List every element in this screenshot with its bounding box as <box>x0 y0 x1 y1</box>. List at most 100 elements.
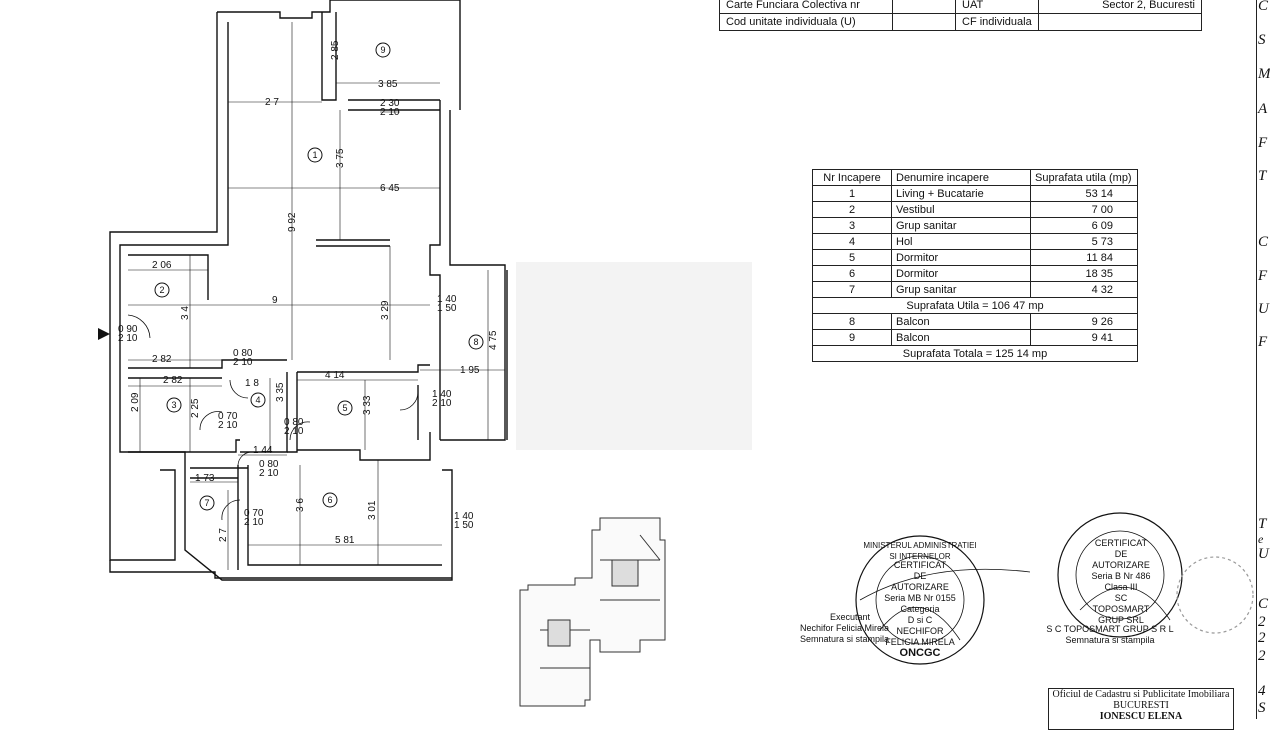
dim-label: 1 73 <box>195 473 215 484</box>
dim-label: 2 85 <box>330 40 341 60</box>
company-name: S C TOPOSMART GRUP S R L <box>1046 624 1174 634</box>
dim-label: 0 80 <box>284 417 304 428</box>
stamp-line: AUTORIZARE <box>1092 560 1150 570</box>
stamp-line: CERTIFICAT <box>1094 538 1148 548</box>
left-stamp-ring-text: MINISTERUL ADMINISTRATIEI SI INTERNELOR <box>863 541 977 561</box>
stamp-line: FELICIA MIRELA <box>885 637 955 647</box>
edge-letter: 2 <box>1258 630 1266 646</box>
dim-label: 0 90 <box>118 324 138 335</box>
header-cf-label: CF individuala <box>955 13 1039 31</box>
edge-letter: S <box>1258 32 1266 48</box>
dim-label: 2 10 <box>284 426 304 437</box>
executant-name: Nechifor Felicia Mirela <box>800 623 890 633</box>
dim-label: 2 10 <box>380 107 400 118</box>
header-table: Carte Funciara Colectiva nr UAT Sector 2… <box>719 0 1202 31</box>
stamp-line: AUTORIZARE <box>891 582 949 592</box>
dim-label: 5 81 <box>335 535 355 546</box>
left-stamp-bottom: ONCGC <box>899 647 941 659</box>
door-swings <box>127 314 419 521</box>
entrance-arrow-icon <box>98 328 110 340</box>
edge-letter: C <box>1258 234 1269 250</box>
edge-letter: A <box>1258 101 1268 117</box>
subtotal-cell: Suprafata Utila = 106 47 mp <box>812 297 1138 314</box>
cell: Vestibul <box>891 201 1031 218</box>
dim-label: 9 92 <box>287 212 298 232</box>
stamp-line: Categoria <box>900 604 940 614</box>
edge-letter: U <box>1258 546 1269 562</box>
header-row: Carte Funciara Colectiva nr UAT Sector 2… <box>719 0 1202 14</box>
dim-label: 0 80 <box>259 459 279 470</box>
dim-label: 4 75 <box>488 330 499 350</box>
edge-letter: 4 <box>1258 683 1266 699</box>
stamp-line: D si C <box>907 615 933 625</box>
dim-label: 3 29 <box>380 300 391 320</box>
dim-label: 2 10 <box>218 420 238 431</box>
cell: 5 73 <box>1030 233 1138 250</box>
left-stamp-text: CERTIFICAT DE AUTORIZARE Seria MB Nr 015… <box>884 560 956 648</box>
dim-label: 1 40 <box>432 389 452 400</box>
dim-label: 2 06 <box>152 260 172 271</box>
building-footprint <box>519 517 666 707</box>
dim-label: 0 70 <box>218 411 238 422</box>
dim-label: 0 80 <box>233 348 253 359</box>
stamp-line: NECHIFOR <box>896 626 944 636</box>
rooms-table: Nr Incapere Denumire incapere Suprafata … <box>812 169 1138 362</box>
room-number: 9 <box>380 45 385 55</box>
cell: 53 14 <box>1030 185 1138 202</box>
room-number: 4 <box>255 395 260 405</box>
edge-letter: 2 <box>1258 614 1266 630</box>
dim-label: 2 30 <box>380 98 400 109</box>
stamp-line: SC TOPOSMART <box>1092 593 1150 614</box>
edge-letter: T <box>1258 516 1267 532</box>
dim-label: 2 7 <box>265 97 279 108</box>
dim-label: 2 10 <box>259 468 279 479</box>
executant-caption: Semnatura si stampila <box>800 634 890 644</box>
room-number: 5 <box>342 403 347 413</box>
subtotal-row: Suprafata Utila = 106 47 mp <box>812 297 1138 314</box>
dim-label: 3 33 <box>362 395 373 415</box>
stamp-line: Seria MB Nr 0155 <box>884 593 956 603</box>
header-cell-empty <box>1038 13 1202 31</box>
watermark-block <box>516 262 752 450</box>
company-caption: Semnatura si stampila <box>1065 635 1155 645</box>
dim-label: 1 40 <box>454 511 474 522</box>
total-row: Suprafata Totala = 125 14 mp <box>812 345 1138 362</box>
dim-label: 2 25 <box>190 398 201 418</box>
office-stamp-box: Oficiul de Cadastru si Publicitate Imobi… <box>1048 688 1234 730</box>
dim-label: 4 14 <box>325 370 345 381</box>
dimension-labels: 2 85 3 85 2 7 2 30 2 10 3 75 6 45 9 92 2… <box>118 40 499 546</box>
dim-label: 2 7 <box>218 528 229 542</box>
dim-label: 6 45 <box>380 183 400 194</box>
company-block: S C TOPOSMART GRUP S R L Semnatura si st… <box>1035 624 1185 646</box>
stamp-line: CERTIFICAT <box>893 560 947 570</box>
edge-letter: 2 <box>1258 648 1266 664</box>
room-number: 2 <box>159 285 164 295</box>
edge-letter: e <box>1258 532 1264 546</box>
room-number: 3 <box>171 400 176 410</box>
edge-letter: T <box>1258 168 1267 184</box>
stamp-line: Seria B Nr 486 <box>1091 571 1151 581</box>
edge-letter: S <box>1258 700 1266 716</box>
office-line: IONESCU ELENA <box>1099 711 1183 722</box>
dim-label: 1 50 <box>454 520 474 531</box>
stamp-line: DE <box>1114 549 1128 559</box>
edge-letter: F <box>1258 135 1268 151</box>
dim-label: 2 82 <box>152 354 172 365</box>
dim-label: 3 85 <box>378 79 398 90</box>
dim-label: 1 40 <box>437 294 457 305</box>
room-number: 6 <box>327 495 332 505</box>
room-number: 1 <box>312 150 317 160</box>
plan-walls <box>109 0 508 581</box>
stamp-line: Clasa III <box>1104 582 1138 592</box>
col-header: Suprafata utila (mp) <box>1030 169 1138 186</box>
dim-label: 0 70 <box>244 508 264 519</box>
total-cell: Suprafata Totala = 125 14 mp <box>812 345 1138 362</box>
right-stamp-text: CERTIFICAT DE AUTORIZARE Seria B Nr 486 … <box>1086 538 1156 626</box>
dim-label: 1 50 <box>437 303 457 314</box>
dim-label: 9 <box>272 295 278 306</box>
header-label: Cod unitate individuala (U) <box>719 13 893 31</box>
dim-label: 2 10 <box>118 333 138 344</box>
dim-label: 2 82 <box>163 375 183 386</box>
